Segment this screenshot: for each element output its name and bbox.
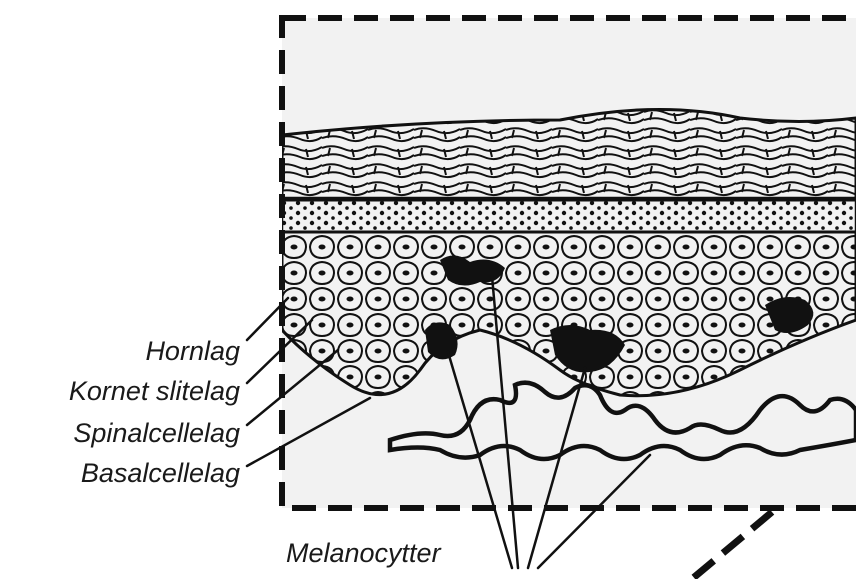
zoom-dashed-line xyxy=(692,512,772,579)
label-basalcellelag: Basalcellelag xyxy=(81,460,240,487)
label-spinalcellelag: Spinalcellelag xyxy=(73,420,240,447)
label-kornet-slitelag: Kornet slitelag xyxy=(69,378,240,405)
label-melanocytter: Melanocytter xyxy=(286,540,441,567)
label-hornlag: Hornlag xyxy=(145,338,240,365)
granular-layer xyxy=(282,198,856,232)
